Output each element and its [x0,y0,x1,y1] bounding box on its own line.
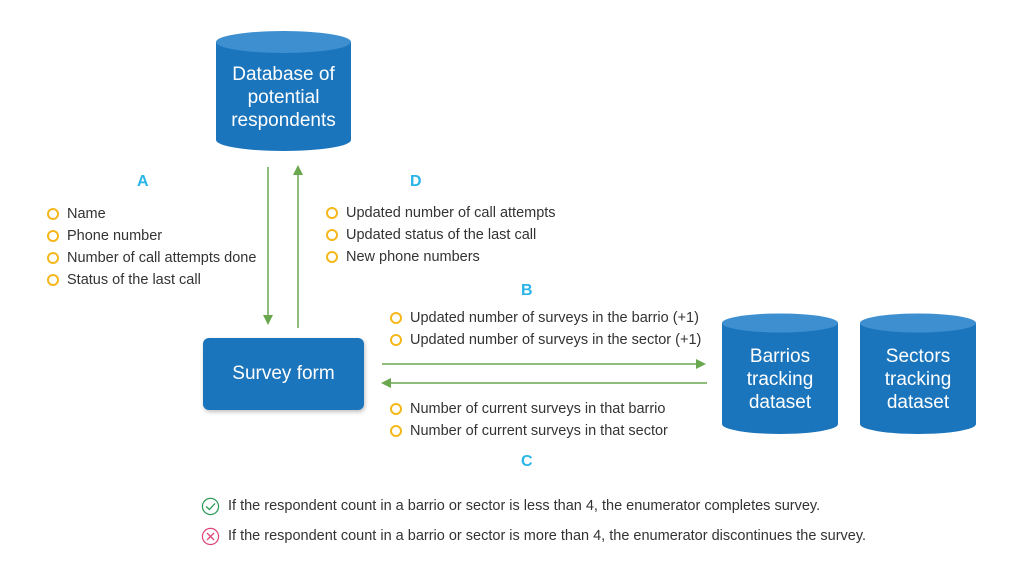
section-letter-a: A [137,173,149,190]
barrios-label-line: Barrios [749,346,811,367]
survey-form-label: Survey form [232,363,335,384]
list-item: Updated status of the last call [326,224,556,246]
ring-bullet-icon [326,229,338,241]
list-item: Updated number of surveys in the barrio … [390,307,701,329]
list-item: Updated number of surveys in the sector … [390,329,701,351]
list-item: Phone number [47,225,256,247]
list-item-label: Number of call attempts done [67,250,257,266]
barrios-label-line: dataset [748,392,812,413]
database-cylinder: Database of potential respondents [216,30,351,152]
ring-bullet-icon [47,230,59,242]
list-item-label: Updated number of surveys in the barrio … [410,310,699,326]
ring-bullet-icon [326,251,338,263]
sectors-label-line: Sectors [885,346,951,367]
list-item-label: New phone numbers [346,249,480,265]
list-item: Number of current surveys in that barrio [390,398,668,420]
ring-bullet-icon [390,403,402,415]
list-item-label: Updated number of surveys in the sector … [410,332,702,348]
list-item-label: Phone number [67,228,163,244]
list-item: Status of the last call [47,269,256,291]
list-item-label: Updated number of call attempts [346,205,556,221]
section-a-list: Name Phone number Number of call attempt… [47,203,256,291]
list-item: Number of call attempts done [47,247,256,269]
sectors-label-line: dataset [886,392,950,413]
list-item: Name [47,203,256,225]
section-letter-c: C [521,453,533,470]
barrios-label: Barrios tracking dataset [722,345,838,414]
cylinder-shape [216,31,351,151]
database-label-line: potential [247,87,320,108]
survey-form-box: Survey form [203,338,364,410]
sectors-cylinder: Sectors tracking dataset [860,313,976,434]
ring-bullet-icon [390,425,402,437]
list-item: Updated number of call attempts [326,202,556,224]
note-discontinue: If the respondent count in a barrio or s… [201,521,866,551]
cylinder-shape [722,313,838,434]
section-letter-d: D [410,173,422,190]
list-item-label: Number of current surveys in that barrio [410,401,666,417]
note-complete: If the respondent count in a barrio or s… [201,491,866,521]
ring-bullet-icon [326,207,338,219]
section-c-list: Number of current surveys in that barrio… [390,398,668,442]
section-letter-b: B [521,282,533,299]
list-item-label: Updated status of the last call [346,227,537,243]
x-circle-icon [201,527,220,545]
ring-bullet-icon [390,312,402,324]
barrios-label-line: tracking [746,369,814,390]
sectors-label-line: tracking [884,369,952,390]
rules-notes: If the respondent count in a barrio or s… [201,491,866,551]
section-d-list: Updated number of call attempts Updated … [326,202,556,268]
list-item-label: Name [67,206,106,222]
note-discontinue-text: If the respondent count in a barrio or s… [228,528,867,544]
database-label: Database of potential respondents [216,63,351,132]
barrios-cylinder: Barrios tracking dataset [722,313,838,434]
list-item-label: Number of current surveys in that sector [410,423,668,439]
check-circle-icon [201,497,220,515]
list-item-label: Status of the last call [67,272,201,288]
database-label-line: Database of [232,64,335,85]
list-item: New phone numbers [326,246,556,268]
ring-bullet-icon [47,252,59,264]
cylinder-shape [860,313,976,434]
note-complete-text: If the respondent count in a barrio or s… [228,498,821,514]
ring-bullet-icon [47,274,59,286]
ring-bullet-icon [47,208,59,220]
database-label-line: respondents [231,110,336,131]
list-item: Number of current surveys in that sector [390,420,668,442]
section-b-list: Updated number of surveys in the barrio … [390,307,701,351]
ring-bullet-icon [390,334,402,346]
sectors-label: Sectors tracking dataset [860,345,976,414]
